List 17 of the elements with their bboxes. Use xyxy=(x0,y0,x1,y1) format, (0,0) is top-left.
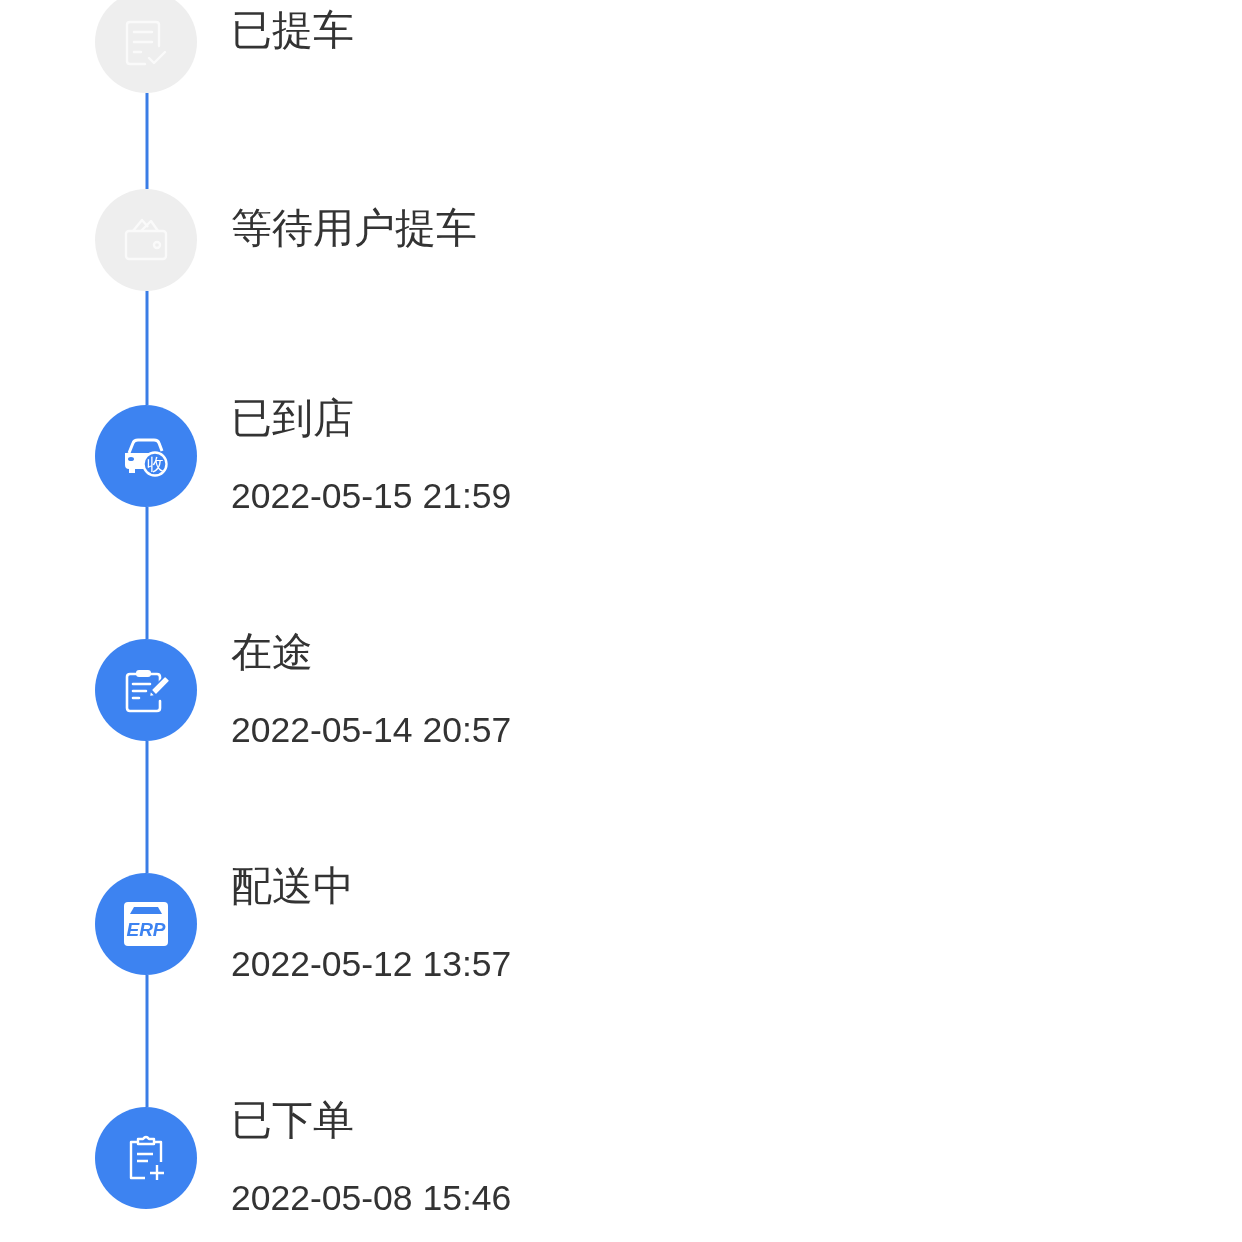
status-title: 已到店 xyxy=(231,397,354,439)
status-time: 2022-05-14 20:57 xyxy=(231,713,512,749)
status-time: 2022-05-12 13:57 xyxy=(231,947,512,983)
status-title: 等待用户提车 xyxy=(231,207,477,249)
connector-line xyxy=(145,741,149,873)
status-title: 配送中 xyxy=(231,865,354,907)
connector-line xyxy=(145,507,149,639)
icon-text: 收 xyxy=(146,455,164,473)
connector-line xyxy=(145,291,149,405)
connector-line xyxy=(145,93,149,189)
status-time: 2022-05-15 21:59 xyxy=(231,479,512,515)
status-title: 已下单 xyxy=(231,1099,354,1141)
status-title: 已提车 xyxy=(231,9,354,51)
status-time: 2022-05-08 15:46 xyxy=(231,1181,512,1217)
status-title: 在途 xyxy=(231,631,313,673)
connector-line xyxy=(145,975,149,1107)
icon-text: ERP xyxy=(126,919,166,939)
